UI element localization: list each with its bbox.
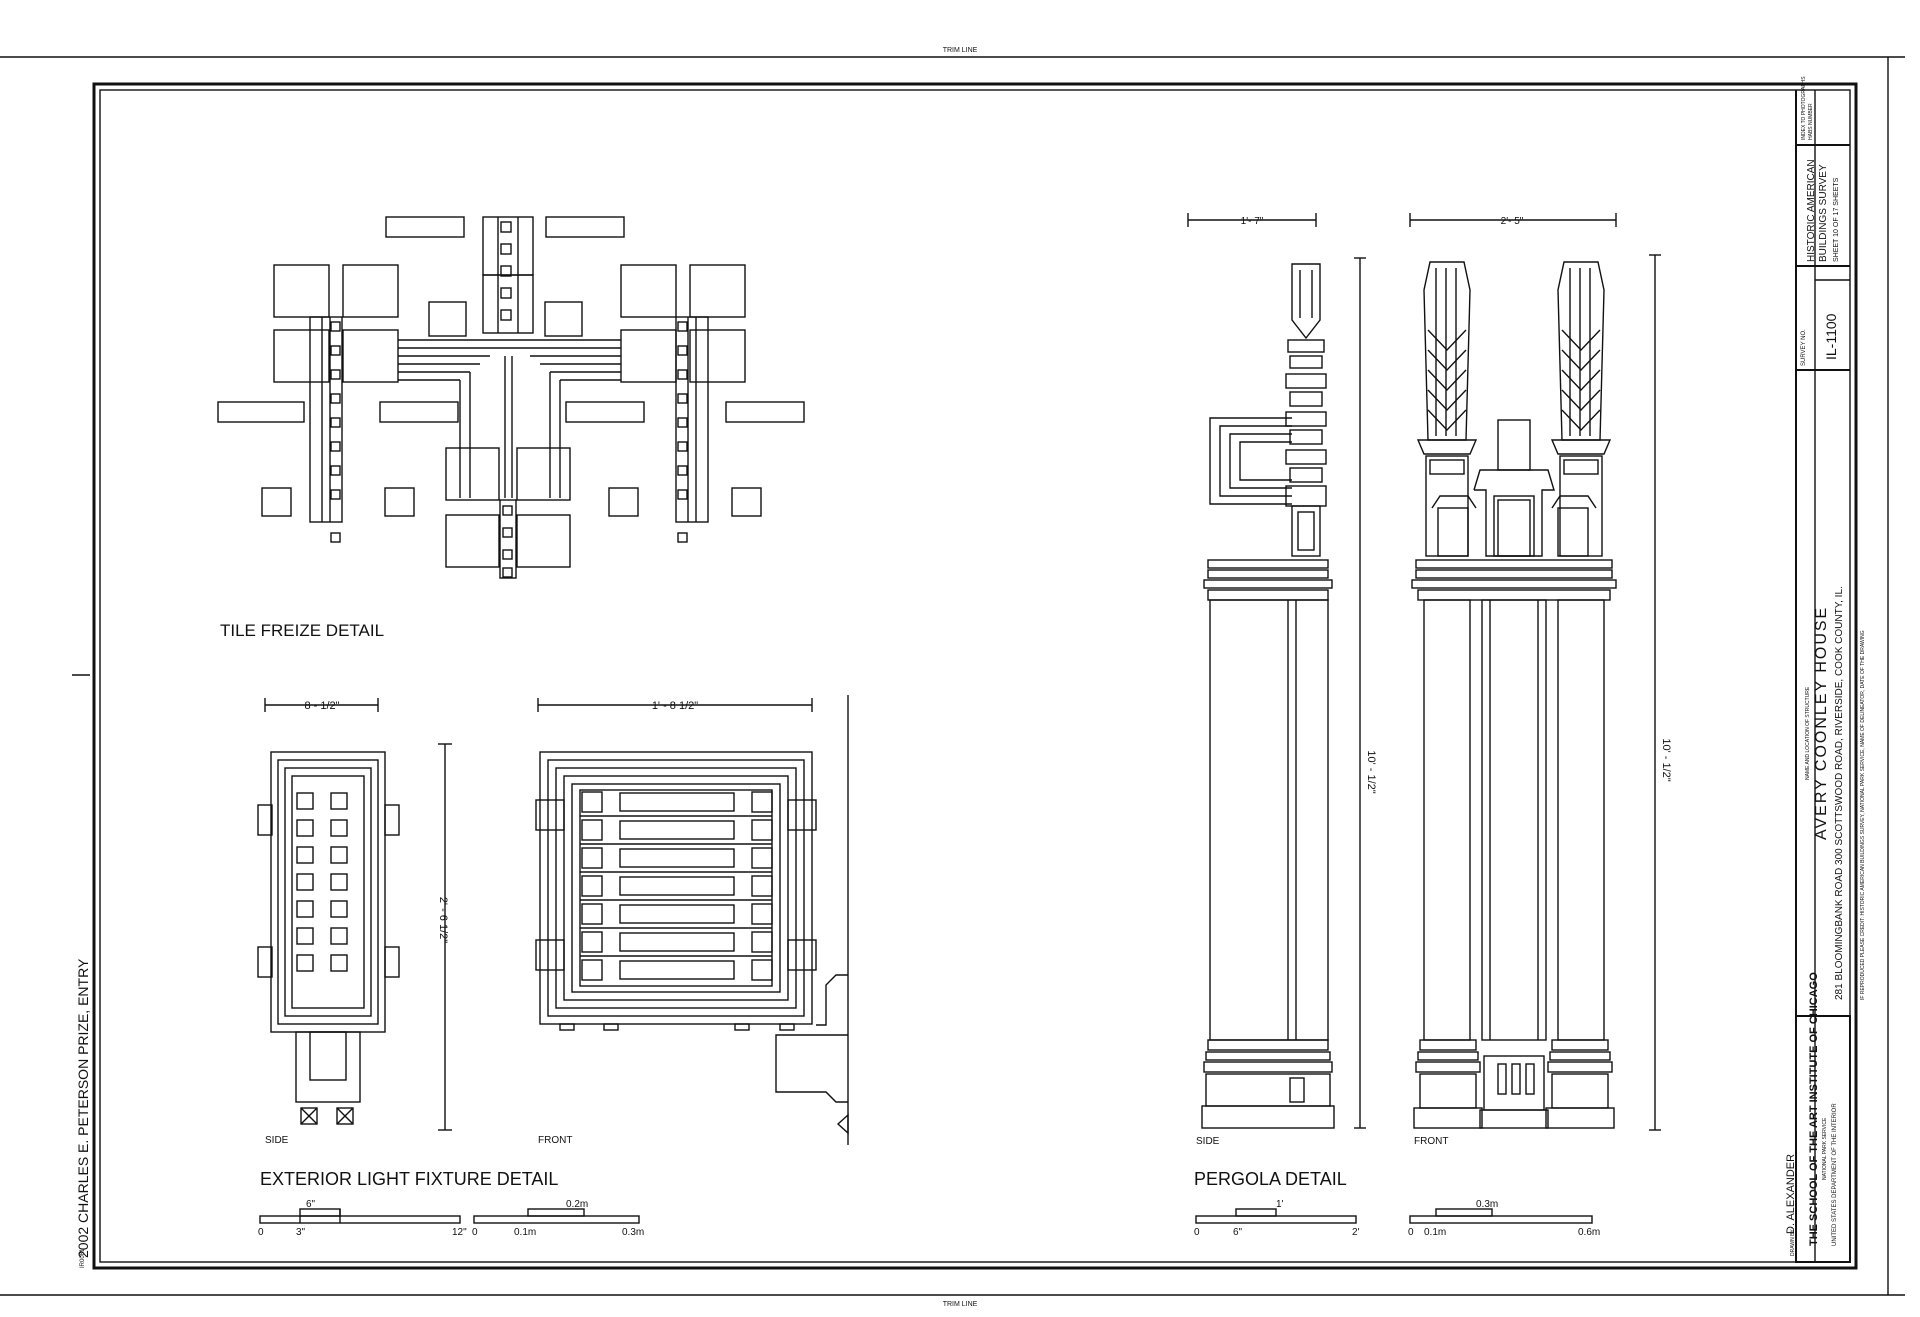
pergola-scale-metric-top: 0.3m bbox=[1476, 1199, 1498, 1210]
nps-name: NATIONAL PARK SERVICE bbox=[1822, 1117, 1828, 1180]
drawn-by-label: DRAWN BY: bbox=[1790, 1228, 1796, 1256]
margin-code: IR0081 bbox=[80, 1248, 86, 1268]
title-block: INDEX TO PHOTOGRAPHS HABS NUMBER HISTORI… bbox=[1785, 76, 1866, 1263]
building-address: 281 BLOOMINGBANK ROAD 300 SCOTTSWOOD ROA… bbox=[1834, 586, 1845, 1000]
light-fixture-front-drawing bbox=[535, 695, 849, 1145]
pergola-scale-metric bbox=[1409, 1208, 1593, 1224]
pergola-scale-metric-tick-2: 0.6m bbox=[1578, 1227, 1600, 1238]
drawn-by: D. ALEXANDER bbox=[1785, 1154, 1797, 1234]
fixture-scale-metric-tick-2: 0.3m bbox=[622, 1227, 644, 1238]
fixture-scale-imperial-tick-0: 0 bbox=[258, 1227, 264, 1238]
index-label: INDEX TO PHOTOGRAPHS bbox=[1801, 76, 1807, 140]
fixture-height: 2' - 6 1/2" bbox=[437, 897, 449, 943]
prize-entry-text: 2002 CHARLES E. PETERSON PRIZE, ENTRY bbox=[75, 958, 91, 1258]
tile-freize-drawing bbox=[217, 216, 805, 579]
fixture-front-width: 1' - 8 1/2" bbox=[652, 700, 698, 712]
fixture-scale-imperial-tick-2: 12" bbox=[452, 1227, 467, 1238]
survey-no: IL-1100 bbox=[1823, 313, 1839, 360]
fixture-side-label: SIDE bbox=[265, 1135, 289, 1146]
pergola-front-width: 2'- 5" bbox=[1501, 216, 1524, 227]
doi-name: UNITED STATES DEPARTMENT OF THE INTERIOR bbox=[1832, 1103, 1838, 1246]
tile-freize-title: TILE FREIZE DETAIL bbox=[220, 621, 384, 640]
pergola-side-label: SIDE bbox=[1196, 1136, 1220, 1147]
trim-line-bottom: TRIM LINE bbox=[943, 1301, 978, 1308]
building-name: AVERY COONLEY HOUSE bbox=[1813, 606, 1830, 840]
pergola-front-height: 10' - 1/2" bbox=[1660, 738, 1672, 781]
fixture-scale-metric-top: 0.2m bbox=[566, 1199, 588, 1210]
fixture-front-label: FRONT bbox=[538, 1135, 572, 1146]
credit-note: IF REPRODUCED PLEASE CREDIT: HISTORIC AM… bbox=[1860, 630, 1866, 1000]
survey-no-label: SURVEY NO. bbox=[1801, 329, 1807, 366]
fixture-scale-imperial-top: 6" bbox=[306, 1199, 316, 1210]
pergola-scale-metric-tick-0: 0 bbox=[1408, 1227, 1414, 1238]
fixture-scale-metric bbox=[473, 1208, 640, 1224]
drawing-border bbox=[92, 82, 1858, 1270]
trim-line-top: TRIM LINE bbox=[943, 47, 978, 54]
index-sub: HABS NUMBER bbox=[1808, 103, 1814, 140]
habs-line-1: HISTORIC AMERICAN bbox=[1806, 159, 1817, 262]
fixture-scale-imperial bbox=[259, 1208, 461, 1224]
trim-marks: TRIM LINE TRIM LINE bbox=[0, 47, 1905, 1308]
pergola-scale-metric-tick-1: 0.1m bbox=[1424, 1227, 1446, 1238]
name-caption: NAME AND LOCATION OF STRUCTURE bbox=[1805, 686, 1811, 780]
pergola-front-label: FRONT bbox=[1414, 1136, 1448, 1147]
school-name: THE SCHOOL OF THE ART INSTITUTE OF CHICA… bbox=[1808, 972, 1820, 1246]
habs-line-2: BUILDINGS SURVEY bbox=[1818, 164, 1829, 262]
fixture-scale-metric-tick-1: 0.1m bbox=[514, 1227, 536, 1238]
fixture-side-width: 8 - 1/2" bbox=[304, 700, 339, 712]
pergola-scale-imperial-tick-0: 0 bbox=[1194, 1227, 1200, 1238]
light-fixture-side-drawing bbox=[257, 698, 452, 1131]
pergola-scale-imperial bbox=[1195, 1208, 1357, 1224]
light-fixture-title: EXTERIOR LIGHT FIXTURE DETAIL bbox=[260, 1169, 558, 1189]
pergola-side-drawing bbox=[1187, 213, 1366, 1129]
pergola-scale-imperial-top: 1' bbox=[1276, 1199, 1284, 1210]
pergola-side-height: 10' - 1/2" bbox=[1365, 750, 1377, 793]
fixture-scale-metric-tick-0: 0 bbox=[472, 1227, 478, 1238]
pergola-scale-imperial-tick-2: 2' bbox=[1352, 1227, 1360, 1238]
pergola-scale-imperial-tick-1: 6" bbox=[1233, 1227, 1243, 1238]
pergola-side-width: 1'- 7" bbox=[1241, 216, 1264, 227]
pergola-title: PERGOLA DETAIL bbox=[1194, 1169, 1347, 1189]
sheet-info: SHEET 10 OF 17 SHEETS bbox=[1833, 177, 1840, 262]
fixture-scale-imperial-tick-1: 3" bbox=[296, 1227, 306, 1238]
pergola-front-drawing bbox=[1409, 213, 1661, 1131]
